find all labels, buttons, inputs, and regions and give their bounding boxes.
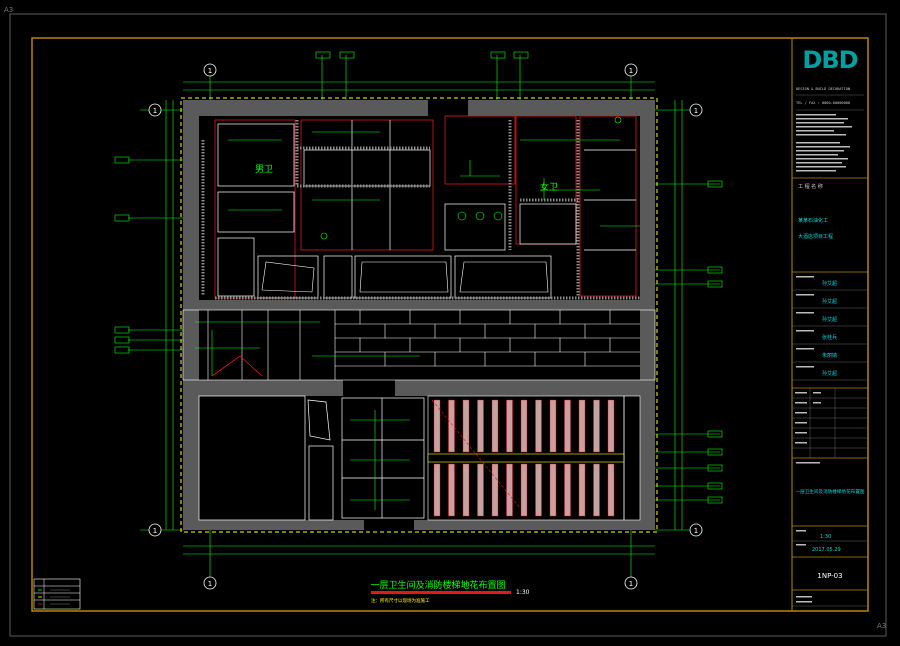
stair-tile xyxy=(535,463,542,517)
floor-plan: 1 1 1 1 1 1 1 1 xyxy=(114,51,723,590)
stair-tile xyxy=(549,463,557,517)
sheet-corner-label-br: A3 xyxy=(877,622,886,630)
stair-tile xyxy=(448,399,455,453)
svg-text:1: 1 xyxy=(694,107,698,115)
grid-bubble: 1 xyxy=(689,103,703,117)
grid-bubbles: 1 1 1 1 1 1 1 1 xyxy=(148,63,703,590)
drawing-note: 注：所有尺寸以现场为准施工 xyxy=(371,597,430,604)
stair-tile xyxy=(433,463,441,517)
tb-drawing-name: 一层卫生间及消防楼梯地花布置图 xyxy=(796,488,865,495)
company-logo: DBD xyxy=(797,44,863,74)
title-block: DBD DESIGN & BUILD DECORATION TEL / FAX … xyxy=(791,37,869,612)
signature-5: 朱丽婧 xyxy=(822,352,837,359)
stair-tile xyxy=(564,463,571,517)
signature-4: 张桂兵 xyxy=(822,334,837,341)
project-name-line-1: 某某石油化工 xyxy=(798,217,828,224)
signature-1: 孙艾超 xyxy=(822,280,837,287)
project-section-label: 工 程 名 称 xyxy=(798,183,823,190)
drawing-title-underline xyxy=(371,591,511,594)
stair-tile xyxy=(564,399,571,453)
corridor-wall-band xyxy=(183,380,655,396)
stair-tile xyxy=(491,463,499,517)
stair-tile xyxy=(593,463,600,517)
svg-text:1: 1 xyxy=(153,107,157,115)
tb-scale: 1:30 xyxy=(820,534,831,540)
grid-bubble: 1 xyxy=(624,576,638,590)
stair-tile xyxy=(462,463,470,517)
drawing-title: 一层卫生间及消防楼梯地花布置图 xyxy=(370,579,505,591)
stair-tile xyxy=(491,399,499,453)
stair-tile xyxy=(477,463,484,517)
stair-tile xyxy=(462,399,470,453)
svg-text:DBD: DBD xyxy=(802,46,857,74)
stair-tile xyxy=(520,399,528,453)
stair-tile xyxy=(477,399,484,453)
svg-text:1: 1 xyxy=(694,527,698,535)
tb-date: 2017.05.29 xyxy=(812,547,841,553)
stair-tile xyxy=(448,463,455,517)
stair-tile xyxy=(549,399,557,453)
stair-tile xyxy=(506,399,513,453)
grid-bubble: 1 xyxy=(148,523,162,537)
room-label-womens: 女卫 xyxy=(540,181,558,193)
stair-tile xyxy=(607,463,615,517)
svg-text:1: 1 xyxy=(153,527,157,535)
grid-bubble: 1 xyxy=(203,576,217,590)
sheet-corner-label-tl: A3 xyxy=(4,6,13,14)
svg-text:1: 1 xyxy=(629,67,633,75)
grid-bubble: 1 xyxy=(689,523,703,537)
stair-tile xyxy=(433,399,441,453)
signature-6: 孙艾超 xyxy=(822,370,837,377)
stair-tile xyxy=(578,463,586,517)
stair-tile xyxy=(578,399,586,453)
svg-text:1: 1 xyxy=(629,580,633,588)
room-label-mens: 男卫 xyxy=(255,164,273,175)
legend-table xyxy=(33,578,81,610)
svg-text:1: 1 xyxy=(208,67,212,75)
stair-tile xyxy=(593,399,600,453)
tb-sheet-number: 1NP-03 xyxy=(817,572,842,580)
stair-tile xyxy=(520,463,528,517)
boundary-dashed xyxy=(180,97,658,533)
drawing-scale: 1:30 xyxy=(516,589,530,596)
signature-2: 孙艾超 xyxy=(822,298,837,305)
svg-text:1: 1 xyxy=(208,580,212,588)
company-line-1: DESIGN & BUILD DECORATION xyxy=(796,87,850,91)
company-line-2: TEL / FAX : 0000-00000000 xyxy=(796,101,850,105)
stair-tile xyxy=(607,399,615,453)
stair-tile xyxy=(506,463,513,517)
stair-floor-pattern xyxy=(427,395,641,521)
stair-tile xyxy=(535,399,542,453)
project-name-line-2: 大酒店项目工程 xyxy=(798,233,833,240)
grid-bubble: 1 xyxy=(203,63,217,77)
grid-bubble: 1 xyxy=(148,103,162,117)
sheet-outer-border xyxy=(9,13,887,637)
signature-3: 孙艾超 xyxy=(822,316,837,323)
grid-bubble: 1 xyxy=(624,63,638,77)
